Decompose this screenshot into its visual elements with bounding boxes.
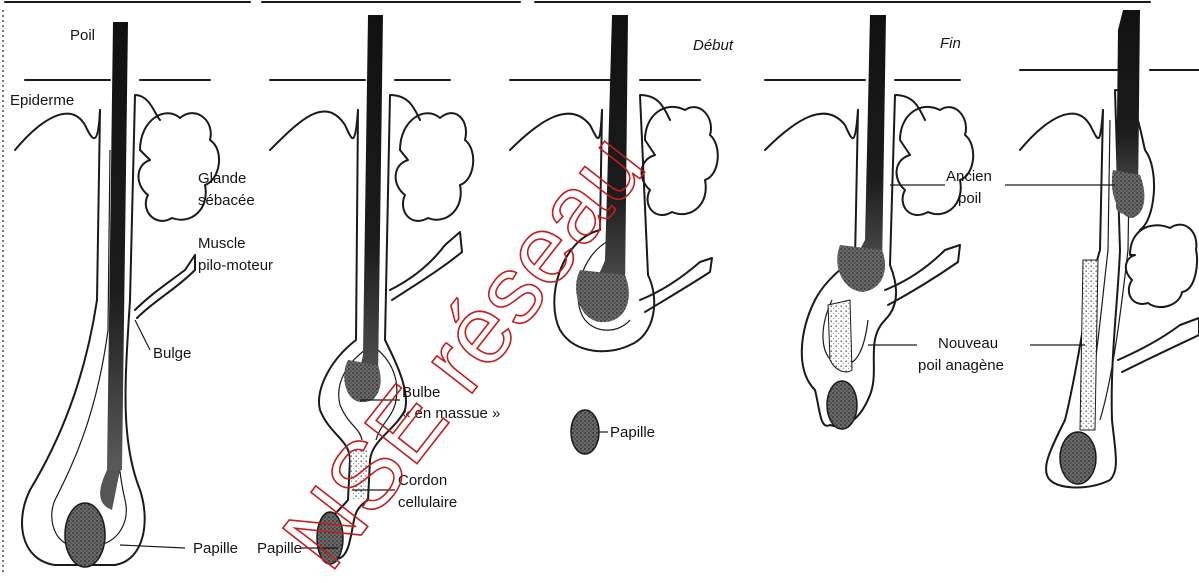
label-ancien-line-2: poil [958, 190, 981, 207]
sebaceous-gland [642, 107, 718, 215]
label-glande-line-1: Glande [198, 170, 246, 187]
label-debut: Début [693, 37, 734, 54]
label-poil: Poil [70, 27, 95, 44]
arrector-pili [640, 258, 712, 312]
label-nouveau-line-1: Nouveau [938, 335, 998, 352]
epidermis-fold [15, 110, 100, 150]
outer-root-sheath [22, 95, 160, 565]
label-muscle-line-2: pilo-moteur [198, 257, 273, 274]
sebaceous-gland [396, 113, 474, 221]
label-fin: Fin [940, 35, 961, 52]
sebaceous-gland [1126, 225, 1197, 307]
new-anagen-hair [828, 300, 852, 372]
label-papille-2: Papille [610, 424, 655, 441]
label-muscle-line-1: Muscle [198, 235, 246, 252]
label-nouveau-line-2: poil anagène [918, 357, 1004, 374]
dermal-papilla [827, 381, 857, 429]
label-bulge: Bulge [153, 345, 191, 362]
arrector-pili [135, 255, 195, 318]
label-ancien-line-1: Ancien [946, 168, 992, 185]
dermal-papilla [65, 503, 105, 567]
label-glande-line-2: sébacée [198, 192, 255, 209]
panel-5-new-anagen [1020, 10, 1199, 488]
dermal-papilla [1060, 432, 1096, 484]
label-epiderme: Epiderme [10, 92, 74, 109]
label-papille-1: Papille [193, 540, 238, 557]
club-hair-shaft [358, 15, 383, 401]
detached-dermal-papilla [571, 410, 599, 454]
arrector-pili [1118, 318, 1199, 372]
watermark: NSE réseau [262, 114, 665, 583]
